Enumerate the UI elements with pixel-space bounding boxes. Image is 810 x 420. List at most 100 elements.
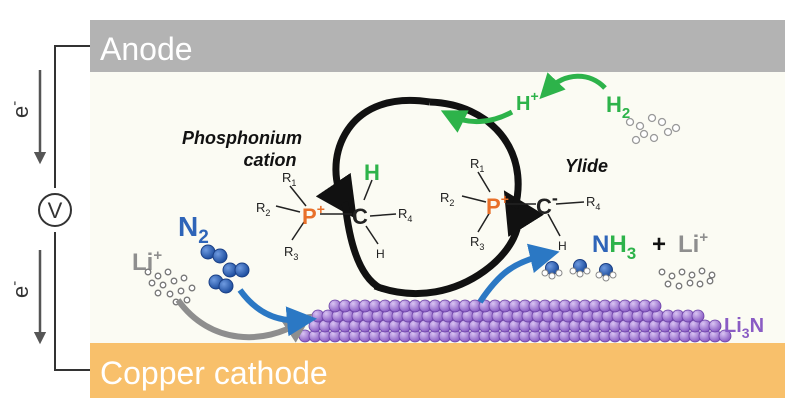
- carbon-atom: C: [352, 204, 368, 229]
- li-ion-dot: [675, 282, 683, 290]
- li3n-sphere: [718, 329, 732, 343]
- ammonia-hydrogen: [583, 267, 591, 275]
- proton-label: H+: [516, 88, 539, 115]
- li-ion-dot: [177, 287, 185, 295]
- h2-atom: [649, 133, 659, 143]
- ylide-structure: P+ C- H R1 R2 R3 R4: [440, 156, 600, 253]
- li-ion-dot: [658, 268, 666, 276]
- h2-atom: [625, 117, 635, 127]
- h2-molecules: [625, 113, 681, 145]
- ammonia-hydrogen: [548, 272, 556, 280]
- li-ion-dot: [706, 277, 714, 285]
- cathode-label: Copper cathode: [100, 355, 328, 391]
- li-ion-dot: [188, 284, 196, 292]
- li-ion-dot: [180, 274, 188, 282]
- li-ion-dot: [688, 271, 696, 279]
- li-ion-dot: [183, 296, 191, 304]
- voltmeter-icon: [38, 193, 72, 227]
- phosphonium-cation-structure: P+ C H H R1 R2 R3 R4: [256, 160, 412, 262]
- cycle-arrow-left: [315, 96, 431, 220]
- h2-atom: [639, 129, 649, 139]
- h2-atom: [657, 117, 667, 127]
- n2-atom: [234, 262, 250, 278]
- ylide-r2-group: R2: [440, 190, 454, 208]
- li-ions-left: [144, 268, 196, 306]
- ylide-r3-group: R3: [470, 234, 484, 252]
- transferred-hydrogen: H: [364, 160, 380, 185]
- li-ion-dot: [164, 268, 172, 276]
- n2-label: N2: [178, 211, 209, 248]
- r1-group: R1: [282, 170, 296, 188]
- h2-atom: [671, 123, 681, 133]
- ammonia-hydrogen: [595, 271, 603, 279]
- ammonia-label: NH3: [592, 231, 636, 263]
- circuit-wire-bottom: [54, 232, 90, 371]
- li-ion-dot: [664, 280, 672, 288]
- ammonia-hydrogen: [555, 269, 563, 277]
- external-circuit: V e- e-: [6, 45, 90, 371]
- li3n-sphere: [708, 319, 722, 333]
- li-ion-dot: [708, 271, 716, 279]
- li-ion-dot: [154, 272, 162, 280]
- li-ion-dot: [678, 268, 686, 276]
- li-ion-dot: [668, 272, 676, 280]
- li3n-sphere: [648, 299, 662, 313]
- li-ions-right: [658, 267, 716, 290]
- electron-label-bottom: e-: [6, 281, 33, 298]
- li-ion-dot: [148, 279, 156, 287]
- ylide-r4-group: R4: [586, 194, 600, 212]
- ammonia-molecules: [541, 259, 617, 282]
- ammonia-hydrogen: [569, 267, 577, 275]
- voltmeter-label: V: [48, 198, 63, 223]
- n2-atom: [212, 248, 228, 264]
- li-ion-dot: [159, 281, 167, 289]
- cycle-arrow-right: [373, 190, 544, 297]
- ylide-label: Ylide: [565, 156, 608, 176]
- cycle-arrow-lower: [341, 201, 382, 292]
- r3-group: R3: [284, 244, 298, 262]
- anode-label: Anode: [100, 31, 193, 67]
- proton-transfer-arrow: [440, 109, 514, 133]
- li-ion-dot: [696, 280, 704, 288]
- li-ion-dot: [170, 277, 178, 285]
- phosphonium-cation-label-line1: Phosphonium: [182, 128, 302, 148]
- h2-label: H2: [606, 92, 630, 122]
- product-li-ion-label: Li+: [678, 229, 708, 258]
- n2-molecules: [200, 244, 250, 294]
- li3n-sphere: [691, 309, 705, 323]
- li-ion-dot: [686, 279, 694, 287]
- li3n-surface: [298, 299, 732, 343]
- products-plus: +: [652, 231, 666, 258]
- li-ion-dot: [154, 289, 162, 297]
- ammonia-hydrogen: [576, 270, 584, 278]
- electron-label-top: e-: [6, 101, 33, 118]
- h2-atom: [663, 127, 673, 137]
- ylide-phosphorus-atom: P+: [486, 191, 509, 219]
- cathode-electrode: [90, 343, 785, 398]
- li-ion-dot: [144, 268, 152, 276]
- hydrogen-atom: H: [376, 247, 385, 261]
- h2-atom: [631, 135, 641, 145]
- phosphorus-atom: P+: [302, 201, 325, 229]
- ylide-carbon-atom: C-: [536, 188, 558, 219]
- n2-atom: [218, 278, 234, 294]
- li3n-label: Li3N: [724, 315, 764, 341]
- ammonia-hydrogen: [541, 269, 549, 277]
- ammonia-hydrogen: [602, 274, 610, 282]
- r4-group: R4: [398, 206, 412, 224]
- li-ion-dot: [166, 290, 174, 298]
- r2-group: R2: [256, 200, 270, 218]
- ylide-hydrogen-atom: H: [558, 239, 567, 253]
- h2-oxidation-arrow: [539, 72, 607, 100]
- ammonia-release-arrow: [477, 243, 560, 304]
- li-ion-dot: [698, 267, 706, 275]
- phosphonium-cation-label-line2: cation: [243, 150, 296, 170]
- h2-atom: [635, 121, 645, 131]
- ammonia-hydrogen: [609, 271, 617, 279]
- circuit-wire-top: [54, 45, 90, 188]
- cycle-arrow-upper: [429, 98, 522, 209]
- nitrogen-activation-arrow: [237, 288, 317, 337]
- h2-atom: [647, 113, 657, 123]
